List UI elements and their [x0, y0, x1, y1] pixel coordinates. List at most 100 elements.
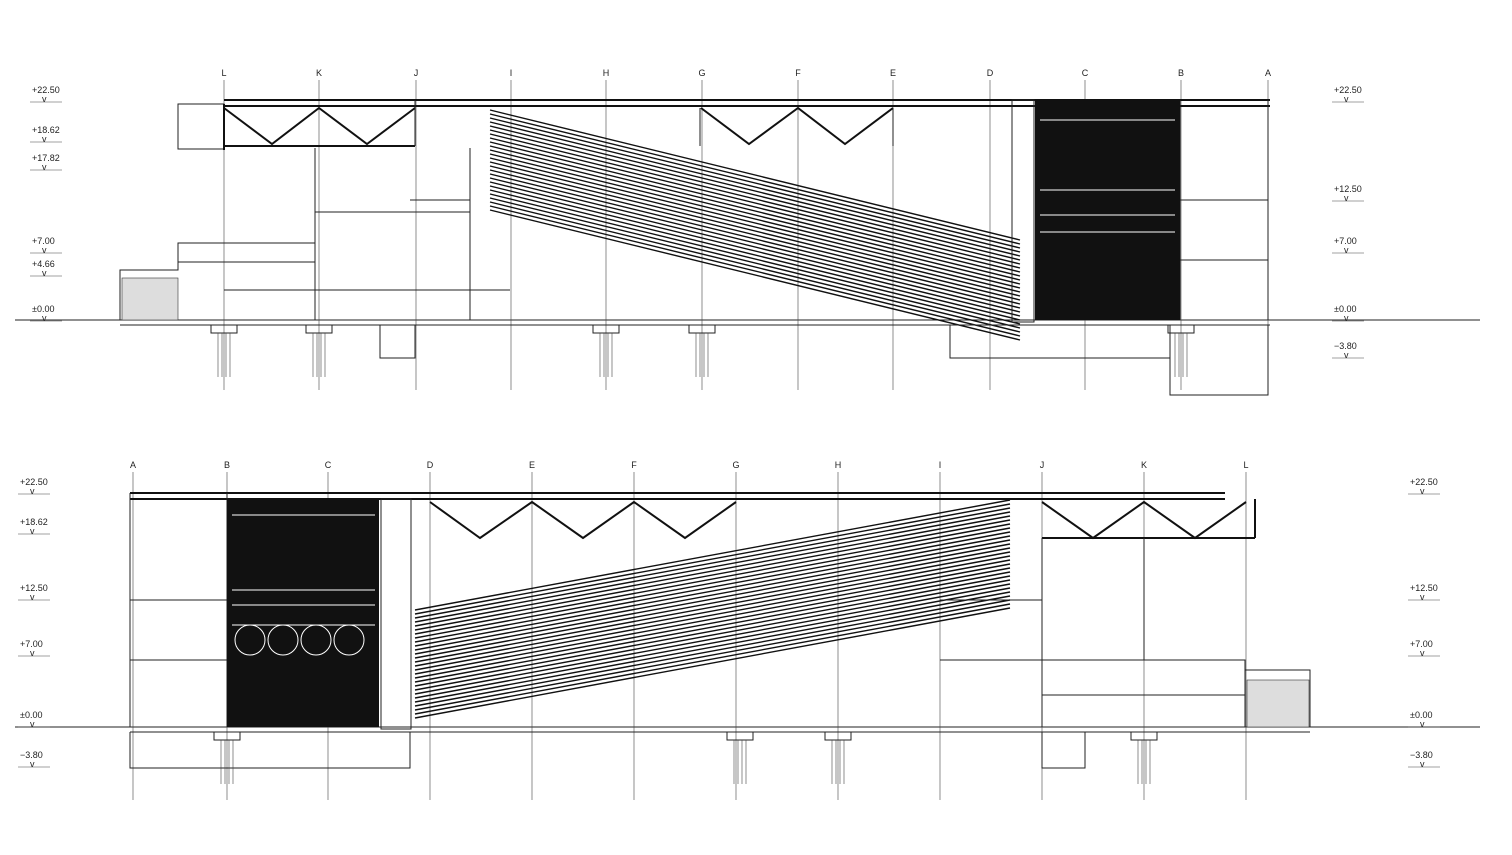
level-marker: v — [42, 94, 47, 104]
foundation-piles — [210, 324, 1195, 377]
seat-row — [489, 129, 1021, 261]
level-label: +17.82 — [32, 153, 60, 163]
level-marker: v — [1344, 245, 1349, 255]
seat-row — [489, 149, 1021, 281]
level-label: −3.80 — [1334, 341, 1357, 351]
axis-label: B — [224, 460, 230, 470]
level-label: ±0.00 — [1410, 710, 1432, 720]
level-marker: v — [1344, 350, 1349, 360]
level-label: +7.00 — [32, 236, 55, 246]
seat-row — [489, 189, 1021, 321]
level-label: −3.80 — [1410, 750, 1433, 760]
seat-row — [414, 599, 1011, 711]
level-label: ±0.00 — [32, 304, 54, 314]
axis-label: A — [130, 460, 136, 470]
roof-truss — [177, 99, 1270, 320]
seat-row — [489, 137, 1021, 269]
seat-row — [414, 579, 1011, 691]
auditorium-seating — [489, 109, 1021, 341]
pile-cap — [1167, 324, 1195, 334]
pile-cap — [726, 731, 754, 741]
seat-row — [489, 201, 1021, 333]
seat-row — [489, 109, 1021, 241]
axis-label: B — [1178, 68, 1184, 78]
axis-label: A — [1265, 68, 1271, 78]
level-marker: v — [30, 759, 35, 769]
seat-row — [489, 141, 1021, 273]
axis-label: F — [795, 68, 801, 78]
axis-label: H — [603, 68, 610, 78]
seat-row — [414, 523, 1011, 635]
level-label: +22.50 — [20, 477, 48, 487]
level-label: +7.00 — [20, 639, 43, 649]
level-label: +4.66 — [32, 259, 55, 269]
seat-row — [414, 587, 1011, 699]
seat-row — [414, 571, 1011, 683]
level-label: +12.50 — [20, 583, 48, 593]
level-marker: v — [1420, 592, 1425, 602]
seat-row — [414, 543, 1011, 655]
seat-row — [414, 519, 1011, 631]
seat-row — [489, 161, 1021, 293]
seat-row — [414, 551, 1011, 663]
seat-row — [489, 209, 1021, 341]
level-markers-right: +22.50v+12.50v+7.00v±0.00v−3.80v — [1332, 85, 1364, 360]
level-markers-right: +22.50v+12.50v+7.00v±0.00v−3.80v — [1408, 477, 1440, 769]
axis-label: I — [939, 460, 942, 470]
pile-cap — [688, 324, 716, 334]
seat-row — [414, 559, 1011, 671]
seat-row — [489, 157, 1021, 289]
pile-cap — [1130, 731, 1158, 741]
seat-row — [489, 153, 1021, 285]
seat-row — [414, 531, 1011, 643]
level-label: +22.50 — [1334, 85, 1362, 95]
level-marker: v — [1344, 313, 1349, 323]
seat-row — [489, 169, 1021, 301]
pile-cap — [213, 731, 241, 741]
level-marker: v — [30, 592, 35, 602]
pile-cap — [305, 324, 333, 334]
level-label: ±0.00 — [1334, 304, 1356, 314]
level-marker: v — [1420, 486, 1425, 496]
level-label: +12.50 — [1410, 583, 1438, 593]
seat-row — [489, 165, 1021, 297]
seat-row — [489, 145, 1021, 277]
pile-cap — [210, 324, 238, 334]
level-marker: v — [30, 648, 35, 658]
level-marker: v — [1344, 193, 1349, 203]
seat-row — [414, 563, 1011, 675]
seat-row — [489, 185, 1021, 317]
seat-row — [414, 591, 1011, 703]
roof-truss — [129, 492, 1256, 727]
axis-label: I — [510, 68, 513, 78]
axis-label: K — [316, 68, 322, 78]
level-marker: v — [30, 526, 35, 536]
seat-row — [414, 547, 1011, 659]
axis-label: L — [221, 68, 226, 78]
level-marker: v — [42, 162, 47, 172]
seat-row — [414, 583, 1011, 695]
seat-row — [414, 595, 1011, 707]
seat-row — [414, 555, 1011, 667]
axis-label: E — [529, 460, 535, 470]
seat-row — [489, 113, 1021, 245]
seat-row — [489, 133, 1021, 265]
axis-label: C — [1082, 68, 1089, 78]
axis-label: D — [987, 68, 994, 78]
level-marker: v — [1344, 94, 1349, 104]
pile-cap — [592, 324, 620, 334]
seat-row — [414, 603, 1011, 715]
axis-label: J — [414, 68, 419, 78]
axis-label: H — [835, 460, 842, 470]
seat-row — [414, 535, 1011, 647]
seat-row — [489, 117, 1021, 249]
seat-row — [414, 567, 1011, 679]
pile-cap — [824, 731, 852, 741]
stage-tower — [1035, 100, 1180, 320]
axis-label: E — [890, 68, 896, 78]
seat-row — [489, 197, 1021, 329]
level-label: +12.50 — [1334, 184, 1362, 194]
axis-label: J — [1040, 460, 1045, 470]
